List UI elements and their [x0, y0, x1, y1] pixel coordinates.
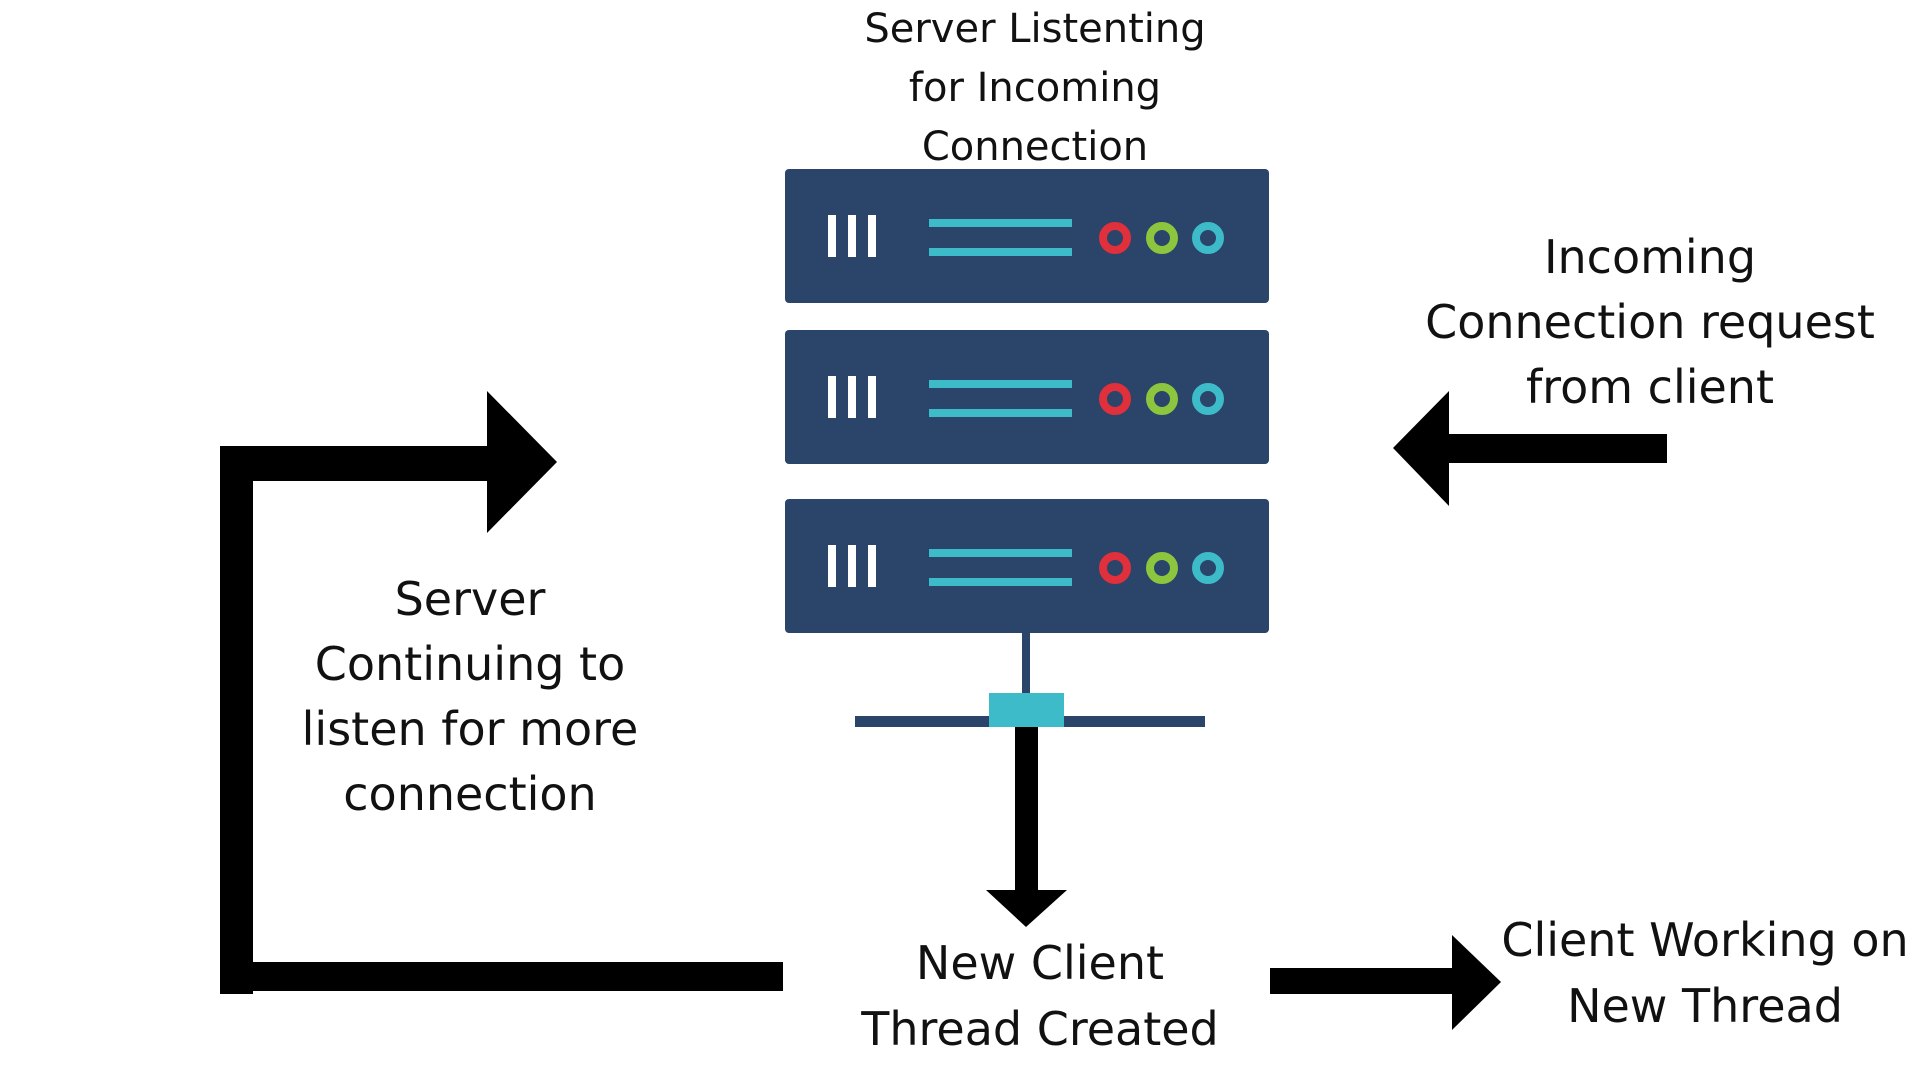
- status-line: [929, 409, 1072, 417]
- status-line: [929, 219, 1072, 227]
- arrow-shaft: [1270, 968, 1456, 994]
- server-unit-body: [785, 330, 1269, 464]
- network-hub: [989, 693, 1064, 727]
- status-line: [929, 578, 1072, 586]
- server-unit-2: [785, 330, 1269, 464]
- label-line: from client: [1525, 360, 1774, 414]
- red-light-icon: [1099, 383, 1131, 415]
- arrow-incoming-left: [1393, 391, 1667, 506]
- vent-bar: [828, 545, 836, 587]
- server-unit-body: [785, 499, 1269, 633]
- green-light-icon: [1146, 552, 1178, 584]
- network-hub-icon: [855, 633, 1205, 727]
- vent-bar: [868, 545, 876, 587]
- label-line: Server Listenting: [864, 6, 1206, 52]
- arrow-loop-back: [220, 391, 783, 994]
- network-stem: [1022, 633, 1030, 693]
- arrow-shaft-top: [220, 446, 495, 481]
- label-line: Thread Created: [861, 1002, 1219, 1056]
- server-unit-body: [785, 169, 1269, 303]
- label-line: Connection: [921, 124, 1149, 170]
- vent-bar: [828, 215, 836, 257]
- server-rack-icon: [785, 169, 1269, 633]
- teal-light-icon: [1192, 383, 1224, 415]
- label-server-continuing: Server Continuing to listen for more con…: [250, 567, 690, 827]
- arrow-shaft: [1445, 434, 1667, 463]
- status-line: [929, 549, 1072, 557]
- label-line: Incoming: [1543, 230, 1757, 284]
- arrow-head: [986, 890, 1067, 927]
- label-line: connection: [343, 767, 597, 821]
- vent-bar: [828, 376, 836, 418]
- arrow-shaft-vertical: [220, 448, 253, 994]
- server-unit-3: [785, 499, 1269, 633]
- vent-bar: [848, 545, 856, 587]
- label-line: Server: [394, 572, 546, 626]
- vent-bar: [848, 376, 856, 418]
- status-line: [929, 380, 1072, 388]
- vent-bar: [868, 215, 876, 257]
- label-line: New Client: [915, 936, 1165, 990]
- arrow-head: [487, 391, 557, 533]
- label-line: New Thread: [1567, 979, 1843, 1033]
- arrow-shaft: [1015, 727, 1038, 893]
- teal-light-icon: [1192, 222, 1224, 254]
- teal-light-icon: [1192, 552, 1224, 584]
- arrow-head: [1393, 391, 1449, 506]
- red-light-icon: [1099, 552, 1131, 584]
- label-server-listening: Server Listenting for Incoming Connectio…: [825, 0, 1245, 177]
- vent-bar: [868, 376, 876, 418]
- arrow-shaft-bottom: [220, 962, 783, 991]
- red-light-icon: [1099, 222, 1131, 254]
- server-unit-1: [785, 169, 1269, 303]
- label-line: listen for more: [301, 702, 639, 756]
- label-line: for Incoming: [908, 65, 1162, 111]
- label-line: Connection request: [1425, 295, 1875, 349]
- arrow-down: [986, 727, 1067, 927]
- label-new-client-thread: New Client Thread Created: [830, 930, 1250, 1062]
- label-client-working: Client Working on New Thread: [1490, 907, 1920, 1039]
- label-line: Client Working on: [1501, 913, 1909, 967]
- status-line: [929, 248, 1072, 256]
- label-line: Continuing to: [314, 637, 626, 691]
- green-light-icon: [1146, 222, 1178, 254]
- label-incoming-request: Incoming Connection request from client: [1390, 225, 1910, 420]
- green-light-icon: [1146, 383, 1178, 415]
- vent-bar: [848, 215, 856, 257]
- arrow-head: [1452, 935, 1501, 1030]
- arrow-to-thread: [1270, 935, 1501, 1030]
